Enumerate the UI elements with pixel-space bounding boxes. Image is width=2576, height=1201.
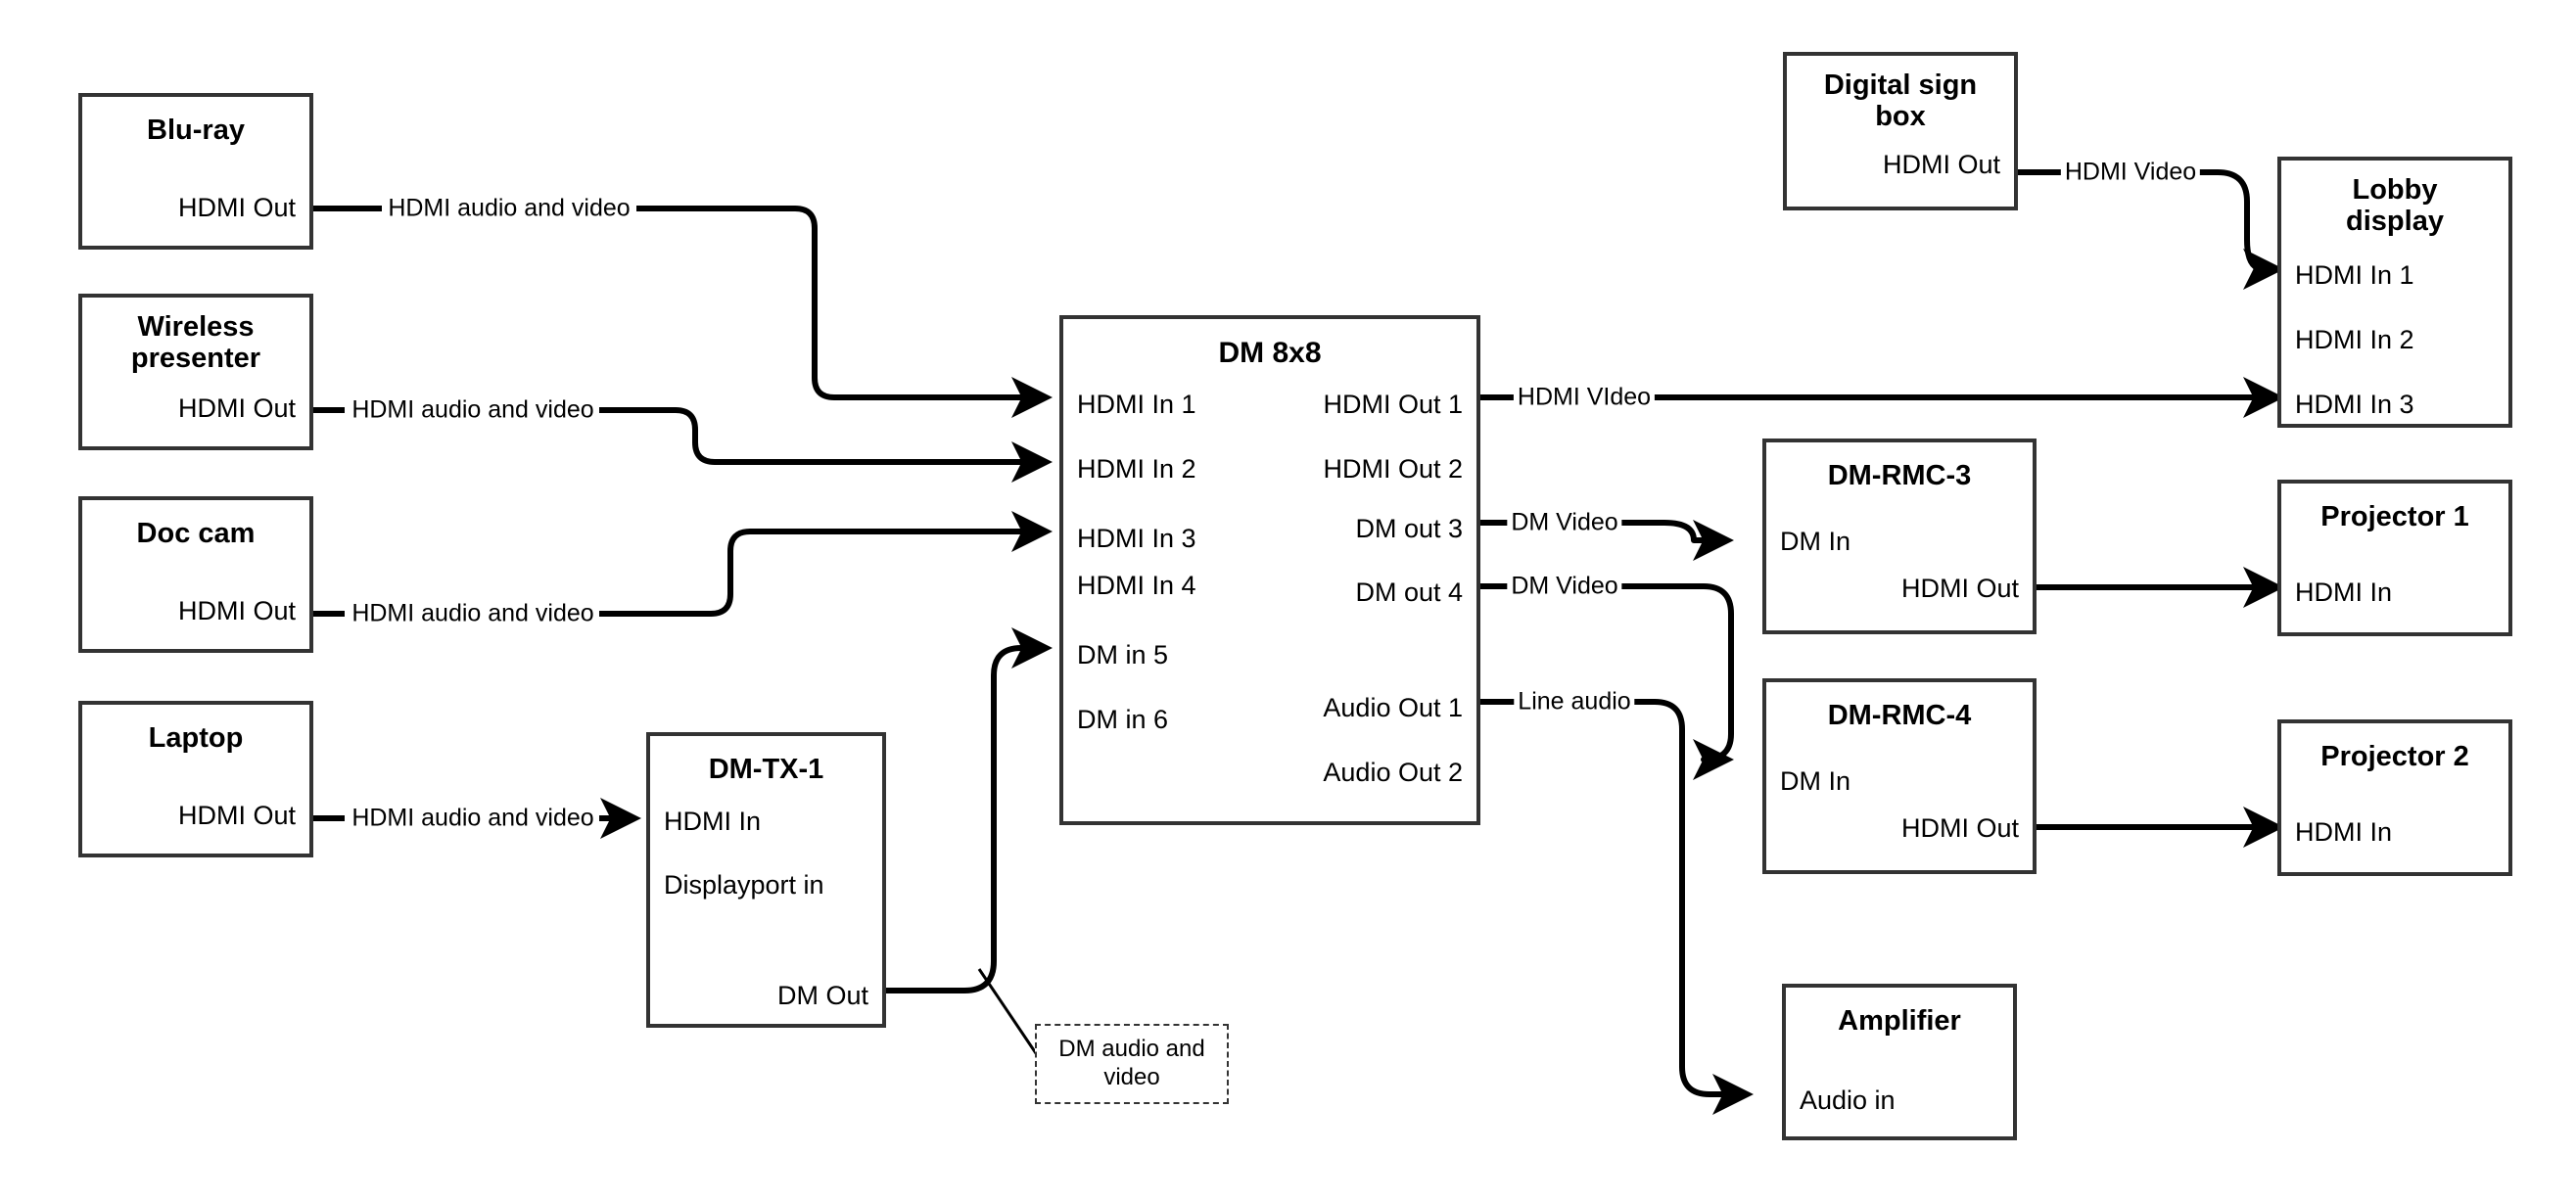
- node-dm-8x8-input-dm-in-5: DM in 5: [1077, 640, 1169, 670]
- wire-bluray-to-dm8x8-hdmi-in-1: [313, 206, 1046, 397]
- node-digital-sign-box-title: Digital sign box: [1823, 69, 1978, 133]
- node-dm-8x8-input-dm-in-6: DM in 6: [1077, 705, 1169, 734]
- node-bluray[interactable]: Blu-ray HDMI Out: [78, 93, 313, 250]
- wire-dmtx1-to-dm8x8-dm-in-5: [886, 627, 1053, 993]
- wire-label-doccam: HDMI audio and video: [348, 599, 598, 628]
- node-dm-8x8-output-audio-out-2: Audio Out 2: [1323, 758, 1463, 787]
- node-laptop-title: Laptop: [148, 722, 244, 754]
- node-dm-8x8-input-hdmi-in-1: HDMI In 1: [1077, 390, 1196, 419]
- node-dm-rmc-4-port-dm-in: DM In: [1780, 766, 1851, 796]
- node-dm-rmc-3[interactable]: DM-RMC-3 DM In HDMI Out: [1762, 439, 2037, 634]
- node-lobby-display-input-hdmi-in-3: HDMI In 3: [2295, 390, 2414, 419]
- node-projector-1-port-hdmi-in: HDMI In: [2295, 577, 2393, 607]
- wire-sign-to-lobby-hdmi-in-1: [2018, 169, 2277, 269]
- node-dm-rmc-3-port-hdmi-out: HDMI Out: [1900, 574, 2019, 603]
- node-bluray-title: Blu-ray: [147, 115, 245, 146]
- wire-label-bluray: HDMI audio and video: [384, 194, 634, 223]
- node-projector-1-title: Projector 1: [2320, 501, 2469, 532]
- node-bluray-port-hdmi-out: HDMI Out: [177, 193, 296, 222]
- node-lobby-display-input-hdmi-in-2: HDMI In 2: [2295, 325, 2414, 354]
- callout-leader-line: [977, 968, 1042, 1060]
- wire-label-laptop: HDMI audio and video: [348, 804, 598, 833]
- node-dm-8x8-output-dm-out-4: DM out 4: [1355, 577, 1463, 607]
- node-projector-2-port-hdmi-in: HDMI In: [2295, 817, 2393, 847]
- wire-label-audio-out-1: Line audio: [1514, 687, 1635, 716]
- node-dm-rmc-4-title: DM-RMC-4: [1827, 700, 1972, 731]
- node-doc-cam-title: Doc cam: [136, 518, 256, 549]
- wire-label-sign-to-lobby: HDMI Video: [2060, 158, 2201, 187]
- node-digital-sign-box-port-hdmi-out: HDMI Out: [1882, 150, 2000, 179]
- node-projector-2[interactable]: Projector 2 HDMI In: [2277, 719, 2512, 876]
- node-dm-8x8-input-hdmi-in-4: HDMI In 4: [1077, 571, 1196, 600]
- node-laptop[interactable]: Laptop HDMI Out: [78, 701, 313, 857]
- node-projector-2-title: Projector 2: [2320, 741, 2469, 772]
- wire-label-dm-out-3: DM Video: [1507, 508, 1622, 537]
- node-digital-sign-box[interactable]: Digital sign box HDMI Out: [1783, 52, 2018, 210]
- node-dm-8x8[interactable]: DM 8x8 HDMI In 1 HDMI In 2 HDMI In 3 HDM…: [1059, 315, 1480, 825]
- node-wireless-presenter[interactable]: Wireless presenter HDMI Out: [78, 294, 313, 450]
- node-amplifier-title: Amplifier: [1838, 1005, 1961, 1037]
- node-dm-8x8-input-hdmi-in-2: HDMI In 2: [1077, 454, 1196, 484]
- node-doc-cam[interactable]: Doc cam HDMI Out: [78, 496, 313, 653]
- node-dm-tx-1-port-hdmi-in: HDMI In: [664, 807, 762, 836]
- node-dm-8x8-output-dm-out-3: DM out 3: [1355, 514, 1463, 543]
- node-dm-8x8-output-hdmi-out-1: HDMI Out 1: [1323, 390, 1463, 419]
- node-dm-8x8-output-hdmi-out-2: HDMI Out 2: [1323, 454, 1463, 484]
- node-dm-tx-1-title: DM-TX-1: [708, 754, 824, 785]
- wire-label-dm-hdmi-out-1: HDMI VIdeo: [1513, 383, 1656, 412]
- node-wireless-presenter-title: Wireless presenter: [130, 311, 261, 375]
- node-dm-8x8-output-audio-out-1: Audio Out 1: [1323, 693, 1463, 722]
- node-amplifier-port-audio-in: Audio in: [1800, 1086, 1896, 1115]
- node-laptop-port-hdmi-out: HDMI Out: [177, 801, 296, 830]
- node-dm-8x8-title: DM 8x8: [1218, 337, 1322, 369]
- node-dm-rmc-3-title: DM-RMC-3: [1827, 460, 1972, 491]
- wire-label-wireless: HDMI audio and video: [348, 395, 598, 425]
- node-amplifier[interactable]: Amplifier Audio in: [1782, 984, 2017, 1140]
- wire-label-dm-out-4: DM Video: [1507, 572, 1622, 601]
- node-dm-8x8-input-hdmi-in-3: HDMI In 3: [1077, 524, 1196, 553]
- node-dm-rmc-4[interactable]: DM-RMC-4 DM In HDMI Out: [1762, 678, 2037, 874]
- node-dm-tx-1-port-displayport-in: Displayport in: [664, 870, 824, 900]
- wire-dm8x8-dmout4-to-rmc4: [1480, 583, 1731, 760]
- node-doc-cam-port-hdmi-out: HDMI Out: [177, 596, 296, 625]
- node-lobby-display[interactable]: Lobby display HDMI In 1 HDMI In 2 HDMI I…: [2277, 157, 2512, 428]
- node-lobby-display-input-hdmi-in-1: HDMI In 1: [2295, 260, 2414, 290]
- callout-dm-audio-and-video: DM audio and video: [1035, 1024, 1229, 1104]
- node-dm-tx-1[interactable]: DM-TX-1 HDMI In Displayport in DM Out: [646, 732, 886, 1028]
- node-projector-1[interactable]: Projector 1 HDMI In: [2277, 480, 2512, 636]
- node-dm-tx-1-port-dm-out: DM Out: [776, 981, 868, 1010]
- wire-dm8x8-audioout1-to-amplifier: [1480, 699, 1747, 1094]
- node-dm-rmc-3-port-dm-in: DM In: [1780, 527, 1851, 556]
- node-dm-rmc-4-port-hdmi-out: HDMI Out: [1900, 813, 2019, 843]
- node-lobby-display-title: Lobby display: [2346, 174, 2444, 238]
- node-wireless-presenter-port-hdmi-out: HDMI Out: [177, 393, 296, 423]
